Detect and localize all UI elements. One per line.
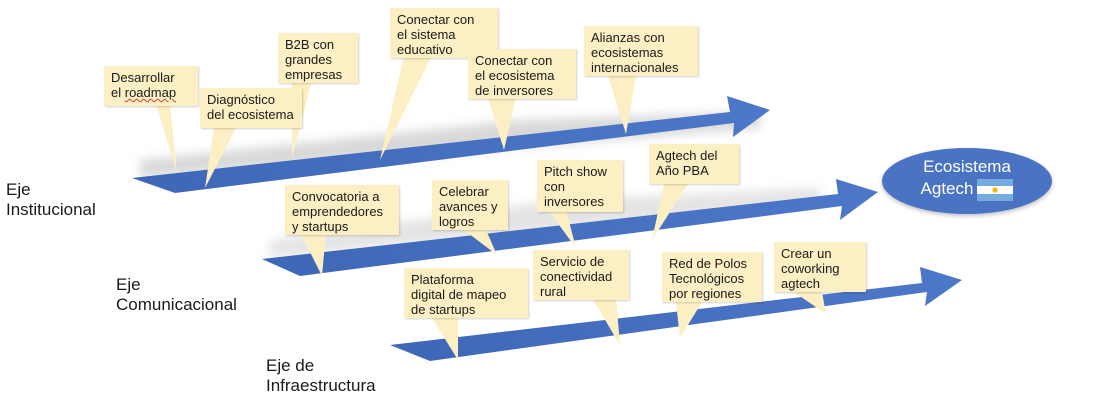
note-plataforma: Plataforma digital de mapeo de startups: [404, 268, 528, 318]
pointer-coworking: [794, 292, 826, 314]
note-desarrollar-text: Desarrollar el: [111, 70, 175, 100]
note-alianzas: Alianzas con ecosistemas internacionales: [584, 26, 698, 76]
goal-ecosistema-agtech: Ecosistema Agtech: [882, 148, 1052, 214]
pointer-diagnostico: [205, 128, 236, 188]
pointer-desarrollar: [156, 104, 177, 173]
pointer-pitch: [548, 210, 576, 248]
callout-pointers: [156, 56, 826, 360]
arrow-infraestructura: [390, 267, 962, 361]
note-conectar-inversores: Conectar con el ecosistema de inversores: [468, 49, 576, 99]
note-desarrollar-roadmap: Desarrollar el roadmap: [104, 66, 198, 106]
axis-label-institucional: Eje Institucional: [6, 180, 96, 219]
arrow-shadow-comunicacional: [270, 188, 820, 258]
pointer-servicio: [592, 298, 620, 345]
argentina-flag-icon: [977, 178, 1014, 201]
note-roadmap-word: roadmap: [124, 85, 177, 100]
goal-text: Ecosistema Agtech: [882, 156, 1052, 201]
pointer-plataforma: [432, 318, 458, 360]
pointer-conectar-educativo: [380, 56, 432, 160]
arrow-institucional: [132, 96, 770, 193]
note-celebrar: Celebrar avances y logros: [432, 180, 508, 230]
note-red-polos: Red de Polos Tecnológicos por regiones: [662, 252, 762, 302]
pointer-celebrar: [464, 230, 497, 255]
pointer-alianzas: [608, 76, 636, 134]
goal-line1: Ecosistema: [923, 157, 1011, 176]
goal-line2-row: Agtech: [882, 178, 1052, 201]
axis-label-comunicacional: Eje Comunicacional: [116, 275, 237, 314]
note-convocatoria: Convocatoria a emprendedores y startups: [285, 185, 399, 235]
note-pitch-show: Pitch show con inversores: [537, 160, 623, 212]
note-coworking: Crear un coworking agtech: [774, 242, 866, 292]
goal-line2: Agtech: [920, 179, 974, 198]
note-diagnostico: Diagnóstico del ecosistema: [200, 88, 302, 128]
axis-label-infraestructura: Eje de Infraestructura: [266, 356, 376, 395]
pointer-red-polos: [676, 302, 702, 338]
pointer-conectar-inversores: [488, 98, 516, 150]
pointer-agtech-anio: [652, 184, 688, 240]
note-agtech-del-anio: Agtech del Año PBA: [649, 144, 739, 184]
note-servicio: Servicio de conectividad rural: [533, 250, 629, 300]
note-b2b: B2B con grandes empresas: [278, 33, 358, 83]
pointer-convocatoria: [300, 232, 326, 276]
